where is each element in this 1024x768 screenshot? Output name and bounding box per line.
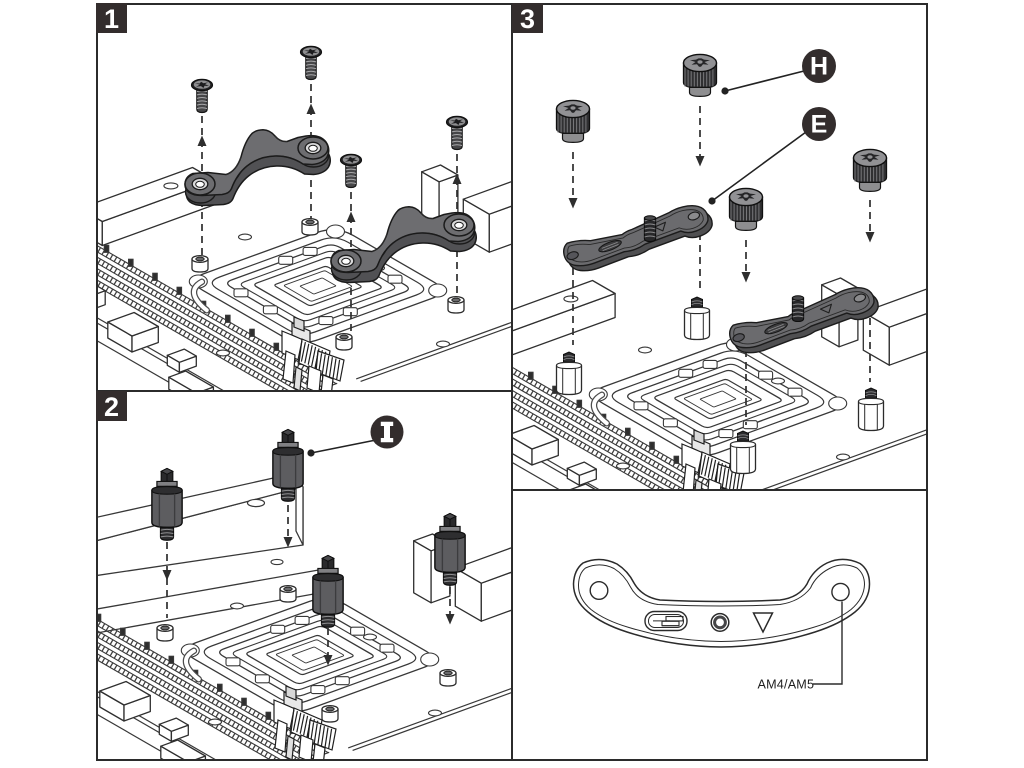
svg-text:3: 3 bbox=[520, 4, 535, 34]
svg-text:H: H bbox=[810, 53, 828, 81]
svg-text:2: 2 bbox=[104, 392, 119, 422]
svg-text:E: E bbox=[811, 111, 828, 139]
svg-text:1: 1 bbox=[104, 4, 119, 34]
svg-text:AM4/AM5: AM4/AM5 bbox=[758, 678, 815, 692]
